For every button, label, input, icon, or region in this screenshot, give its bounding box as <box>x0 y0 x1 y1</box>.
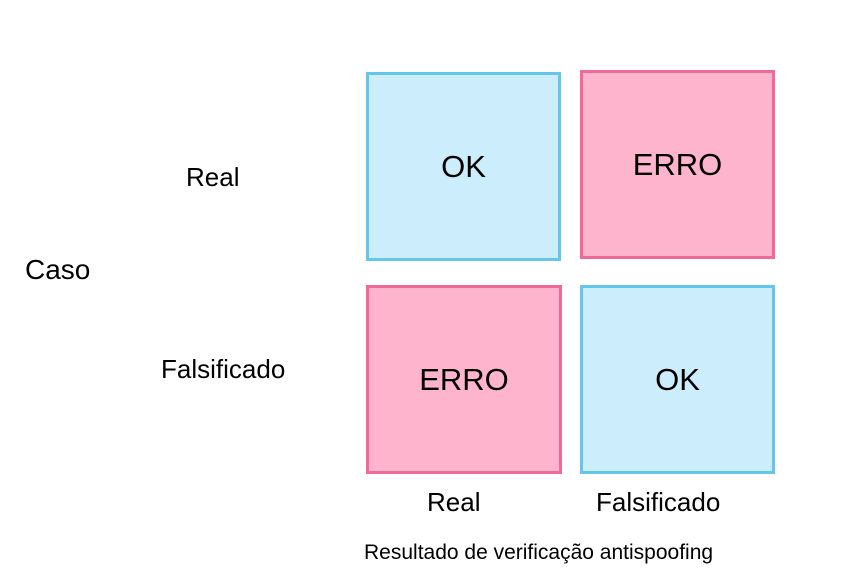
cell-label: ERRO <box>632 146 723 182</box>
column-label-real: Real <box>427 487 481 517</box>
cell-real-real: OK <box>366 72 561 261</box>
columns-caption: Resultado de verificação antispoofing <box>364 541 714 564</box>
cell-label: OK <box>441 148 486 184</box>
cell-label: OK <box>655 361 700 397</box>
rows-title: Caso <box>25 254 91 285</box>
column-label-falsificado: Falsificado <box>596 487 721 517</box>
cell-label: ERRO <box>419 361 509 397</box>
row-label-real: Real <box>186 162 240 192</box>
cell-falsificado-falsificado: OK <box>580 285 775 474</box>
cell-real-falsificado: ERRO <box>580 70 775 259</box>
row-label-falsificado: Falsificado <box>161 354 286 384</box>
cell-falsificado-real: ERRO <box>366 285 562 474</box>
